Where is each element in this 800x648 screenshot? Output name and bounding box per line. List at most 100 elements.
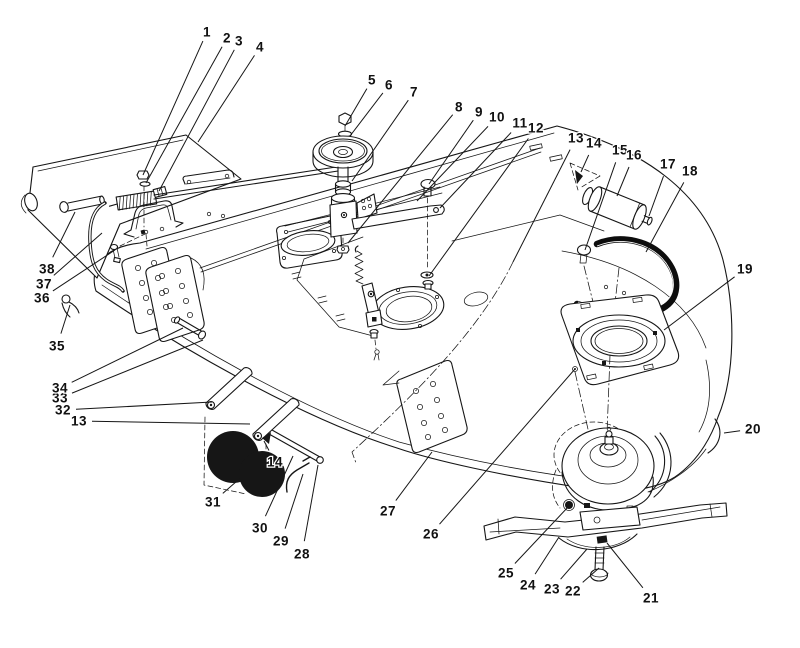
- callout-leader-26: [439, 368, 576, 525]
- idler-pulley: [312, 135, 374, 178]
- callout-leader-35: [60, 304, 71, 334]
- callout-leader-4: [197, 55, 255, 143]
- callout-label-20: 20: [745, 422, 761, 437]
- callout-leader-6: [349, 92, 384, 137]
- blade-assembly: [483, 499, 728, 582]
- callout-label-14: 14: [586, 136, 602, 151]
- callout-leader-15: [584, 162, 617, 251]
- wheel-arm: [252, 398, 300, 441]
- callout-leader-3: [158, 49, 235, 192]
- blade-bolt: [589, 546, 609, 582]
- callout-leaders: [52, 40, 741, 589]
- brake-rod: [153, 166, 339, 200]
- callout-leader-18: [645, 182, 685, 253]
- callout-leader-33: [71, 339, 204, 394]
- callout-leader-1: [142, 40, 204, 176]
- callout-label-13: 13: [568, 131, 584, 146]
- callout-label-7: 7: [410, 85, 418, 100]
- callout-label-17: 17: [660, 157, 676, 172]
- gauge-wheel: [239, 451, 285, 497]
- callout-leader-21: [606, 542, 644, 589]
- gauge-wheel-group: [173, 316, 324, 497]
- callout-leader-24: [534, 536, 560, 575]
- callout-label-24: 24: [520, 578, 536, 593]
- hinge-pin: [59, 195, 105, 213]
- callout-label-32: 32: [55, 403, 71, 418]
- callout-leader-13: [91, 420, 251, 425]
- tension-spring: [354, 245, 383, 361]
- callout-leader-14: [263, 440, 270, 451]
- blade-driver: [579, 506, 641, 531]
- idler-arm: [351, 204, 445, 230]
- idler-bracket: [329, 193, 378, 238]
- callout-leader-38: [52, 211, 76, 258]
- lift-handle: [182, 169, 235, 185]
- callout-label-30: 30: [252, 521, 268, 536]
- height-rod: [268, 429, 324, 464]
- callout-leader-29: [284, 473, 304, 529]
- callout-label-38: 38: [39, 262, 55, 277]
- spindle-ring-plate: [560, 294, 680, 439]
- callout-leader-32: [75, 401, 213, 410]
- callout-label-1: 1: [203, 25, 211, 40]
- deck-bolt-26: [572, 366, 578, 372]
- callout-label-2: 2: [223, 31, 231, 46]
- callout-leader-11: [439, 132, 512, 209]
- callout-label-28: 28: [294, 547, 310, 562]
- callout-leader-17: [648, 176, 664, 217]
- callout-leader-25: [514, 505, 570, 564]
- callout-label-18: 18: [682, 164, 698, 179]
- callout-leader-31: [222, 480, 238, 494]
- callout-leader-28: [303, 464, 319, 542]
- idler-pulley-assembly: [312, 112, 445, 361]
- callout-leader-9: [428, 119, 474, 185]
- spindle-bolt-25: [565, 501, 573, 509]
- cable-routing: [351, 261, 514, 464]
- callout-label-37: 37: [36, 277, 52, 292]
- callout-label-22: 22: [565, 584, 581, 599]
- callout-label-34: 34: [52, 381, 68, 396]
- reinforcement-plates: [121, 246, 468, 454]
- roller-pin: [173, 316, 207, 340]
- callout-label-27: 27: [380, 504, 396, 519]
- callout-label-5: 5: [368, 73, 376, 88]
- callout-label-4: 4: [256, 40, 264, 55]
- callout-leader-10: [416, 126, 489, 202]
- blade-sail-washer: [558, 533, 638, 551]
- hairpin-cotter: [61, 294, 80, 318]
- callout-label-29: 29: [273, 534, 289, 549]
- callout-leader-16: [616, 166, 630, 197]
- cable-guide-14: [569, 162, 601, 191]
- callout-label-12: 12: [528, 121, 544, 136]
- callout-label-31: 31: [205, 495, 221, 510]
- callout-label-16: 16: [626, 148, 642, 163]
- callout-leader-5: [344, 88, 368, 127]
- callout-label-36: 36: [34, 291, 50, 306]
- wheel-arm: [205, 367, 253, 410]
- callout-leader-7: [351, 99, 409, 182]
- cover-cable: [88, 201, 125, 293]
- callout-label-9: 9: [475, 105, 483, 120]
- callout-leader-22: [582, 567, 600, 583]
- callout-label-6: 6: [385, 78, 393, 93]
- callout-label-21: 21: [643, 591, 659, 606]
- cover-hardware: [59, 166, 339, 318]
- callout-label-26: 26: [423, 527, 439, 542]
- callout-leader-14: [580, 154, 590, 173]
- callout-leader-34: [71, 327, 184, 383]
- callout-label-23: 23: [544, 582, 560, 597]
- deck-slots: [206, 143, 627, 322]
- callout-label-25: 25: [498, 566, 514, 581]
- carriage-bolt-36: [109, 233, 146, 264]
- callout-label-15: 15: [612, 143, 628, 158]
- u-bracket: [123, 200, 184, 247]
- z-rod: [285, 456, 311, 493]
- callout-leader-27: [395, 451, 433, 501]
- callout-label-33: 33: [52, 391, 68, 406]
- callout-label-3: 3: [235, 34, 243, 49]
- callout-leader-36: [52, 249, 116, 292]
- lower-spindle-assembly: [552, 421, 672, 512]
